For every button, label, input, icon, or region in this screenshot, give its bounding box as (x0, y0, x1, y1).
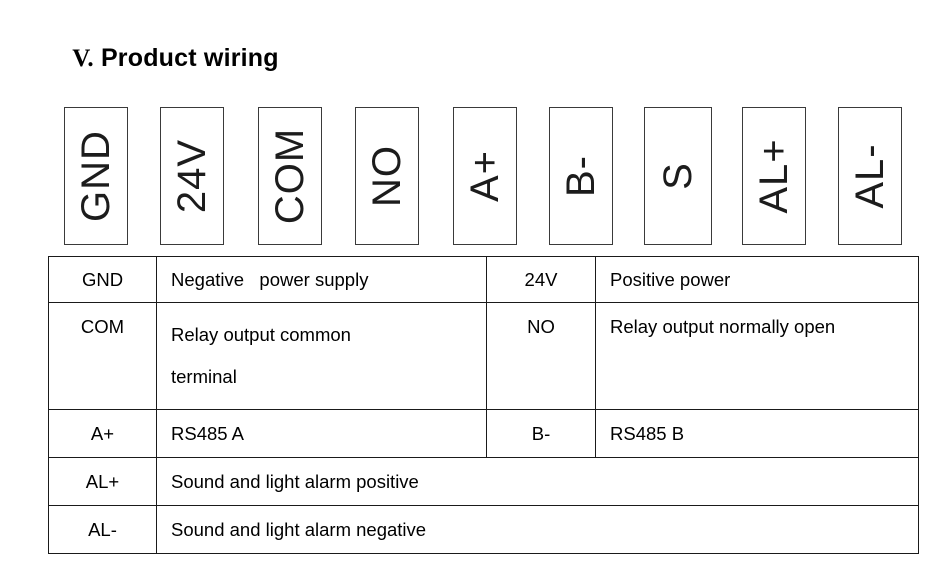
cell-terminal-a-plus: A+ (48, 409, 157, 458)
cell-text: Positive power (610, 269, 731, 290)
table-row: COM Relay output common terminal NO Rela… (48, 302, 919, 410)
terminal-block-no: NO (355, 107, 419, 245)
page-title: V. Product wiring (58, 13, 279, 74)
cell-description-gnd: Negative power supply (156, 256, 487, 303)
cell-text: AL+ (85, 471, 120, 492)
cell-description-al-minus: Sound and light alarm negative (156, 505, 919, 554)
cell-description-a-plus: RS485 A (156, 409, 487, 458)
cell-text: A+ (90, 423, 115, 444)
terminal-block-label-com: COM (268, 126, 312, 226)
terminal-block-a-plus: A+ (453, 107, 517, 245)
terminal-strip-diagram: GND 24V COM NO A+ B- S AL+ AL- (0, 107, 952, 247)
terminal-block-gnd: GND (64, 107, 128, 245)
cell-terminal-24v: 24V (486, 256, 596, 303)
cell-text: GND (81, 269, 124, 290)
terminal-block-al-minus: AL- (838, 107, 902, 245)
wiring-description-table: GND Negative power supply 24V Positive p… (48, 256, 919, 554)
cell-text: Relay output common terminal (171, 324, 351, 387)
section-title-text: Product wiring (100, 44, 279, 72)
cell-text: RS485 A (171, 423, 245, 444)
cell-text: NO (527, 316, 555, 337)
cell-terminal-b-minus: B- (486, 409, 596, 458)
terminal-block-label-no: NO (365, 145, 409, 207)
cell-text: Negative power supply (171, 269, 369, 290)
terminal-block-label-24v: 24V (170, 138, 214, 214)
cell-description-b-minus: RS485 B (595, 409, 919, 458)
cell-text: Sound and light alarm positive (171, 470, 419, 492)
table-row: A+ RS485 A B- RS485 B (48, 409, 919, 458)
cell-description-24v: Positive power (595, 256, 919, 303)
cell-text: RS485 B (610, 423, 685, 444)
cell-terminal-al-minus: AL- (48, 505, 157, 554)
cell-text: AL- (88, 519, 117, 540)
terminal-block-al-plus: AL+ (742, 107, 806, 245)
cell-text: B- (531, 423, 551, 444)
cell-text: COM (80, 316, 125, 337)
cell-text: Relay output normally open (610, 316, 836, 337)
terminal-block-label-gnd: GND (74, 129, 118, 223)
terminal-block-s: S (644, 107, 712, 245)
terminal-block-b-minus: B- (549, 107, 613, 245)
cell-text: Sound and light alarm negative (171, 518, 427, 540)
table-row: AL+ Sound and light alarm positive (48, 457, 919, 506)
cell-description-no: Relay output normally open (595, 302, 919, 410)
terminal-block-label-al-minus: AL- (848, 143, 892, 209)
cell-terminal-al-plus: AL+ (48, 457, 157, 506)
cell-terminal-no: NO (486, 302, 596, 410)
terminal-block-com: COM (258, 107, 322, 245)
terminal-block-label-al-plus: AL+ (752, 138, 796, 214)
table-row: AL- Sound and light alarm negative (48, 505, 919, 554)
cell-description-com: Relay output common terminal (156, 302, 487, 410)
table-row: GND Negative power supply 24V Positive p… (48, 256, 919, 303)
section-numeral: V. (72, 45, 94, 72)
terminal-block-label-a-plus: A+ (463, 149, 507, 203)
cell-text: 24V (524, 269, 558, 290)
terminal-block-24v: 24V (160, 107, 224, 245)
cell-terminal-com: COM (48, 302, 157, 410)
terminal-block-label-s: S (656, 162, 700, 190)
cell-terminal-gnd: GND (48, 256, 157, 303)
terminal-block-label-b-minus: B- (559, 155, 603, 197)
cell-description-al-plus: Sound and light alarm positive (156, 457, 919, 506)
